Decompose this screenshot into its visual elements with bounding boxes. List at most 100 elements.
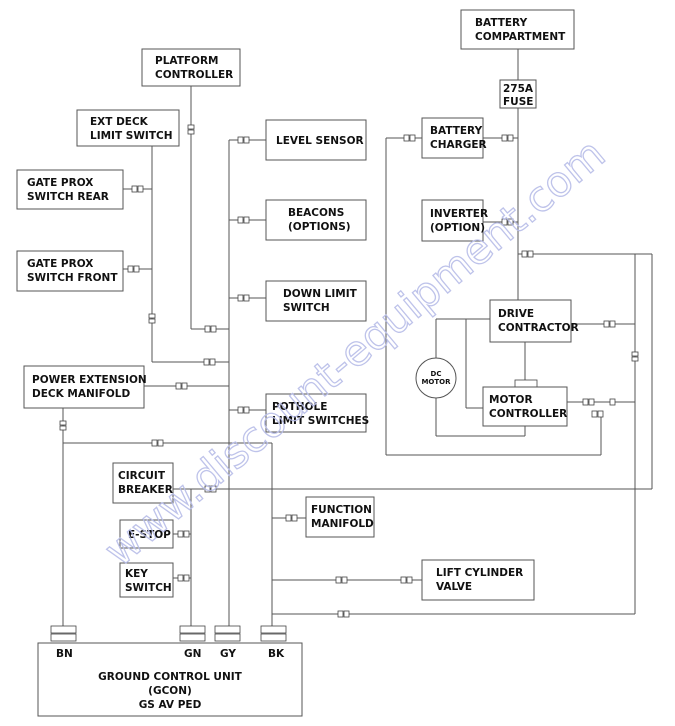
connector <box>597 410 604 418</box>
battery-compartment-box: BATTERY COMPARTMENT <box>460 9 575 50</box>
beacons-label: BEACONS <box>288 207 344 219</box>
e-stop-label: E-STOP <box>128 529 171 541</box>
connector <box>603 320 610 328</box>
pin-label-bn: BN <box>56 648 73 660</box>
battery-charger-label: BATTERY <box>430 125 483 137</box>
function-manifold-label: FUNCTION <box>311 504 372 516</box>
connector <box>210 485 217 493</box>
dc-motor-symbol: DC MOTOR <box>415 357 457 399</box>
platform-controller-label: PLATFORM <box>155 55 219 67</box>
svg-text:LIMIT SWITCHES: LIMIT SWITCHES <box>272 415 369 427</box>
connector <box>137 185 144 193</box>
connector <box>203 358 210 366</box>
connector <box>609 320 616 328</box>
pin-label-gy: GY <box>220 648 236 660</box>
connector <box>148 313 156 319</box>
lift-cylinder-valve-label: LIFT CYLINDER <box>436 567 523 579</box>
svg-text:SWITCH: SWITCH <box>125 582 172 594</box>
power-extension-deck-manifold-label: POWER EXTENSION <box>32 374 147 386</box>
connector <box>175 382 182 390</box>
ground-control-unit-box: BN GN GY BK GROUND CONTROL UNIT (GCON) G… <box>37 642 303 717</box>
svg-text:LIMIT SWITCH: LIMIT SWITCH <box>90 130 172 142</box>
svg-text:FUSE: FUSE <box>503 96 533 108</box>
gcon-terminal-bk <box>260 633 287 642</box>
connector <box>59 420 67 426</box>
platform-controller-box: PLATFORM CONTROLLER <box>141 48 241 87</box>
beacons-box: BEACONS (OPTIONS) <box>265 199 367 241</box>
gcon-terminal-bn <box>50 625 77 634</box>
battery-charger-box: BATTERY CHARGER <box>421 117 487 159</box>
ext-deck-limit-switch-label: EXT DECK <box>90 116 149 128</box>
connectors <box>50 124 639 642</box>
svg-text:(OPTION): (OPTION) <box>430 222 485 234</box>
motor-controller-box: MOTOR CONTROLLER <box>482 386 568 427</box>
battery-compartment-label: BATTERY <box>475 17 528 29</box>
connector <box>507 134 514 142</box>
svg-text:SWITCH REAR: SWITCH REAR <box>27 191 109 203</box>
level-sensor-label: LEVEL SENSOR <box>276 135 364 147</box>
svg-text:CONTROLLER: CONTROLLER <box>155 69 233 81</box>
connector <box>335 576 342 584</box>
gcon-terminal-gy <box>214 633 241 642</box>
connector <box>521 250 528 258</box>
gcon-terminal-gn <box>179 625 206 634</box>
connector <box>501 218 508 226</box>
svg-text:MANIFOLD: MANIFOLD <box>311 518 374 530</box>
motor-controller-label: MOTOR <box>489 394 533 406</box>
connector <box>151 439 158 447</box>
power-extension-deck-manifold-box: POWER EXTENSION DECK MANIFOLD <box>23 365 147 409</box>
pin-label-gn: GN <box>184 648 201 660</box>
down-limit-switch-box: DOWN LIMIT SWITCH <box>265 280 367 322</box>
connector <box>400 576 407 584</box>
connector <box>183 530 190 538</box>
e-stop-box: E-STOP <box>119 519 174 549</box>
connector <box>591 410 598 418</box>
connector <box>237 216 244 224</box>
fuse-label: 275A <box>503 83 534 95</box>
connector <box>582 398 589 406</box>
inverter-label: INVERTER <box>430 208 488 220</box>
connector <box>187 129 195 135</box>
key-switch-box: KEY SWITCH <box>119 562 174 598</box>
level-sensor-box: LEVEL SENSOR <box>265 119 367 161</box>
svg-text:VALVE: VALVE <box>436 581 472 593</box>
lift-cylinder-valve-box: LIFT CYLINDER VALVE <box>421 559 535 601</box>
connector <box>631 356 639 362</box>
connector <box>131 185 138 193</box>
connector <box>409 134 416 142</box>
connector <box>59 425 67 431</box>
svg-text:CONTROLLER: CONTROLLER <box>489 408 567 420</box>
connector <box>243 294 250 302</box>
connector <box>237 406 244 414</box>
drive-contractor-box: DRIVE CONTRACTOR <box>489 299 579 343</box>
connector <box>337 610 344 618</box>
connector <box>501 134 508 142</box>
connector <box>507 218 514 226</box>
svg-text:DECK MANIFOLD: DECK MANIFOLD <box>32 388 130 400</box>
connector <box>177 530 184 538</box>
connector <box>403 134 410 142</box>
connector <box>210 325 217 333</box>
connector <box>514 379 538 388</box>
connector <box>181 382 188 390</box>
gate-prox-switch-front-label: GATE PROX <box>27 258 93 270</box>
connector <box>204 485 211 493</box>
ground-control-unit-label: GROUND CONTROL UNIT <box>98 671 242 683</box>
svg-text:(GCON): (GCON) <box>148 685 192 697</box>
connector <box>177 574 184 582</box>
svg-text:GS AV PED: GS AV PED <box>139 699 202 711</box>
gate-prox-switch-rear-box: GATE PROX SWITCH REAR <box>16 169 124 210</box>
connector <box>204 325 211 333</box>
connector <box>243 216 250 224</box>
ext-deck-limit-switch-box: EXT DECK LIMIT SWITCH <box>76 109 180 147</box>
gcon-terminal-bn <box>50 633 77 642</box>
connector <box>187 124 195 130</box>
wiring <box>62 48 653 626</box>
connector <box>285 514 292 522</box>
svg-text:(OPTIONS): (OPTIONS) <box>288 221 351 233</box>
svg-text:COMPARTMENT: COMPARTMENT <box>475 31 566 43</box>
pothole-limit-switches-label: POTHOLE <box>272 401 327 413</box>
dc-motor-label: DC <box>431 370 442 378</box>
drive-contractor-label: DRIVE <box>498 308 534 320</box>
